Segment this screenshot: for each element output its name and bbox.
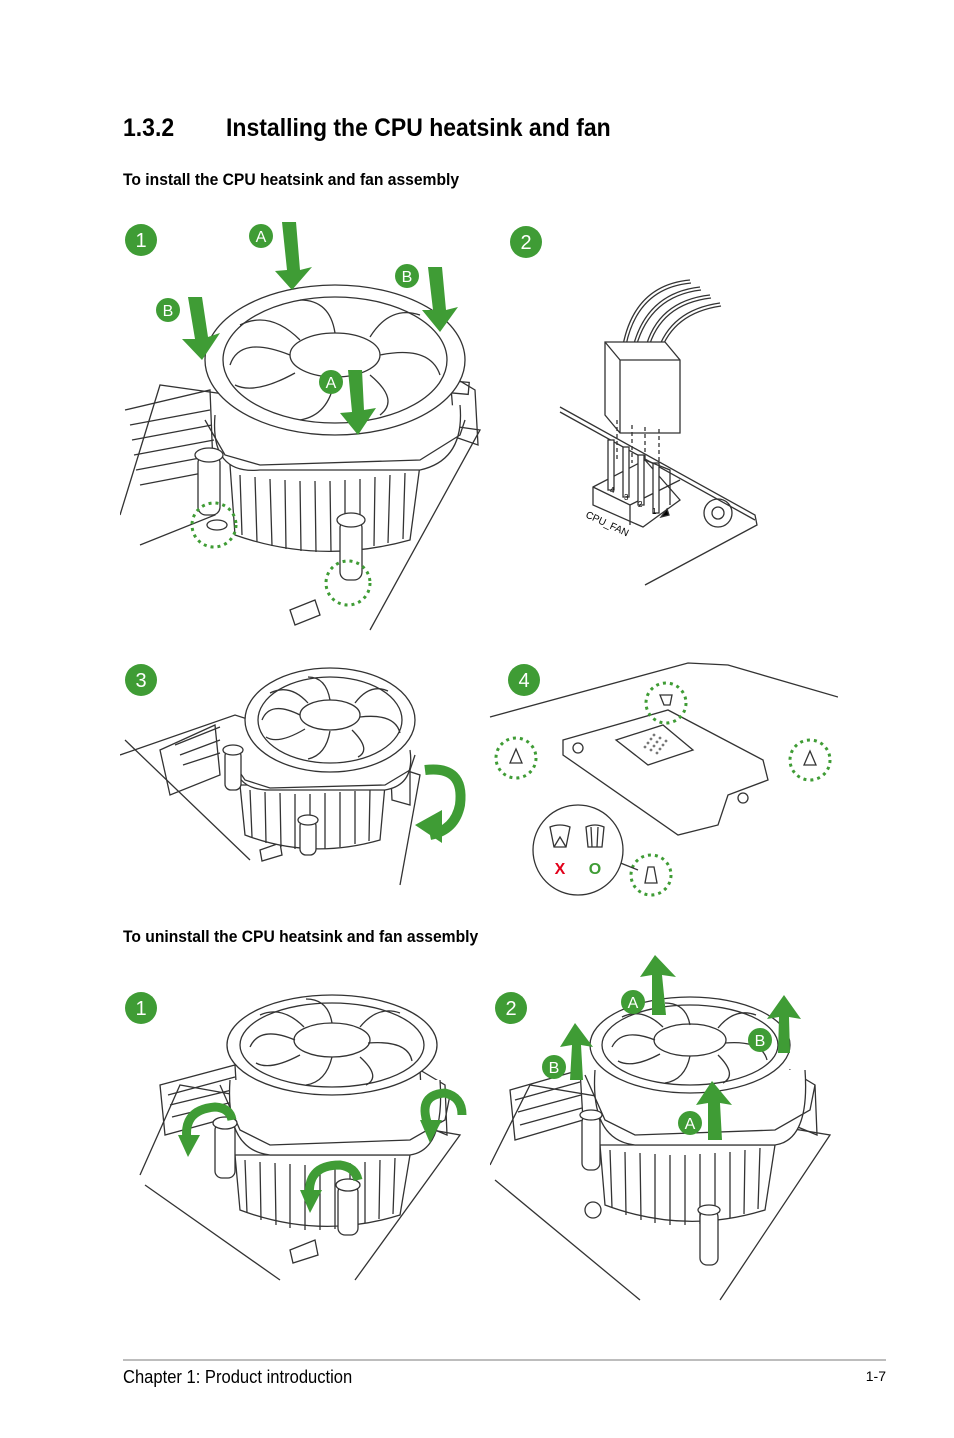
install-step-1-label-b-left: B [163,303,174,320]
cpu-fan-pin-4: 4 [610,486,615,495]
section-number: 1.3.2 [123,114,175,142]
install-step-1-label-a-top: A [256,229,267,246]
install-step-3-number: 3 [135,670,146,692]
uninstall-step-2-label-a-top: A [628,995,639,1012]
install-step-4-badge: 4 [508,664,540,696]
footer-divider [123,1359,886,1361]
section-heading: Installing the CPU heatsink and fan [226,114,611,142]
install-step-4-number: 4 [518,670,529,692]
cpu-fan-pin-3: 3 [624,493,629,502]
uninstall-step-1-number: 1 [135,998,146,1020]
wrong-orientation-mark: X [555,861,566,878]
uninstall-step-2-number: 2 [505,998,516,1020]
install-heading: To install the CPU heatsink and fan asse… [123,170,460,189]
uninstall-step-1-badge: 1 [125,992,157,1024]
uninstall-step-2-label-b-right: B [755,1033,766,1050]
section-title: 1.3.2 Installing the CPU heatsink and fan [123,114,611,143]
uninstall-step-2-label-a-center: A [685,1116,696,1133]
install-step-2-number: 2 [520,232,531,254]
install-step-1-number: 1 [135,230,146,252]
install-step-4-figure: X O 4 [488,655,838,905]
install-step-1-label-b-right: B [402,269,413,286]
install-step-3-figure: 3 [120,655,490,890]
cpu-fan-pin-2: 2 [638,500,643,509]
uninstall-step-2-label-b-left: B [549,1060,560,1077]
install-step-1-label-a-center: A [326,375,337,392]
footer-page-number: 1-7 [865,1368,886,1384]
uninstall-step-1-figure: 1 [120,985,470,1285]
install-step-3-badge: 3 [125,664,157,696]
uninstall-step-2-badge: 2 [495,992,527,1024]
footer-chapter: Chapter 1: Product introduction [123,1367,353,1387]
install-step-2-badge: 2 [510,226,542,258]
right-orientation-mark: O [589,861,601,878]
install-step-1-badge: 1 [125,224,157,256]
uninstall-step-2-figure: 2 A B B A [490,955,840,1305]
install-step-1-figure: 1 A B B A [120,215,490,635]
install-step-2-figure: 4 3 2 1 CPU_FAN 2 [505,215,770,595]
uninstall-heading: To uninstall the CPU heatsink and fan as… [123,927,479,946]
cpu-fan-pin-1: 1 [652,507,657,516]
